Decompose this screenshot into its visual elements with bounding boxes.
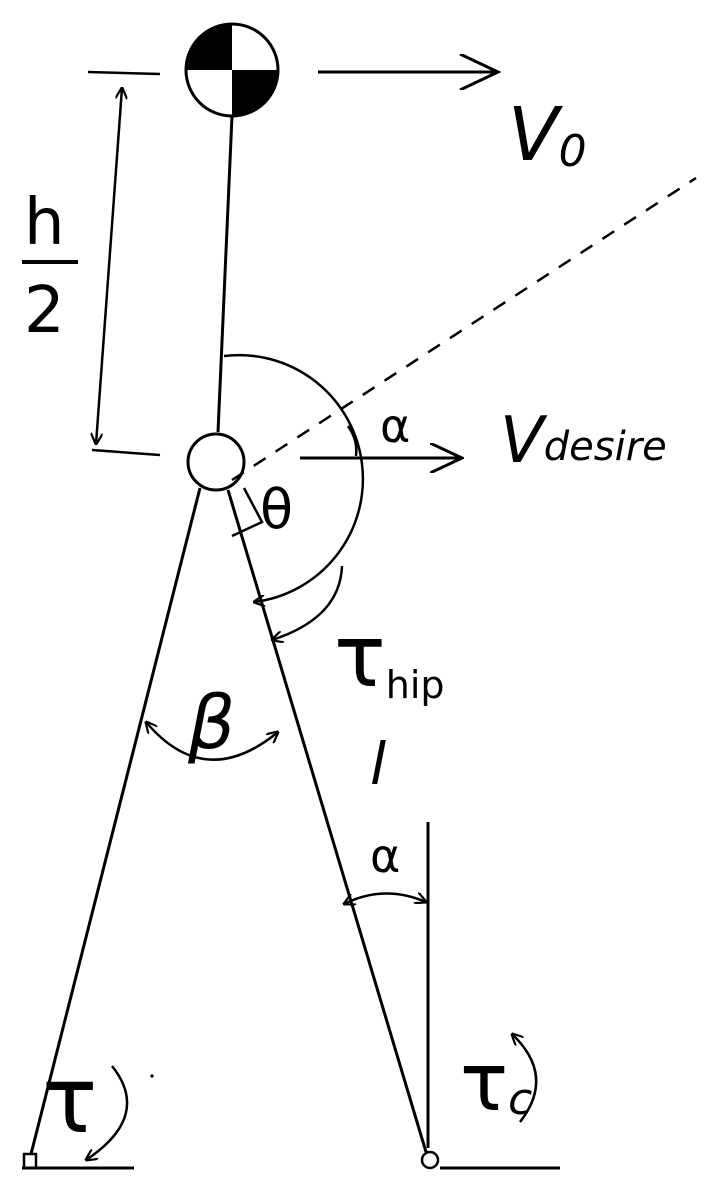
tau-c-arc <box>512 1034 538 1123</box>
theta-bracket <box>231 487 264 538</box>
leg-length-label: l <box>370 730 386 798</box>
theta-label: θ <box>260 478 293 541</box>
tau-hip-label: τhip <box>334 607 445 707</box>
alpha-top-arc <box>346 425 358 457</box>
h-half-top-tick <box>87 70 161 76</box>
two-label: 2 <box>24 274 65 348</box>
h-label: h <box>24 186 65 260</box>
alpha-bottom-arc <box>344 893 426 904</box>
right-foot <box>420 1150 440 1170</box>
h-half-bottom-tick <box>91 448 161 457</box>
tau-hip-arc <box>272 565 344 640</box>
torso-leg-angle-arc <box>223 353 365 602</box>
vdesire-label: Vdesire <box>500 404 667 478</box>
stance-leg-left <box>28 487 202 1159</box>
center-of-mass-icon <box>184 22 280 118</box>
tau-label: τ <box>42 1047 97 1154</box>
v0-label: V0 <box>508 92 587 178</box>
beta-label: β <box>187 680 235 766</box>
alpha-top-label: α <box>380 399 410 453</box>
left-foot <box>22 1152 38 1170</box>
alpha-bottom-label: α <box>370 829 400 883</box>
beta-arc <box>146 722 278 761</box>
h-half-dimension-arrow <box>96 88 122 444</box>
tau-ankle-arc <box>86 1065 129 1160</box>
torso-line <box>216 115 234 433</box>
hip-joint <box>186 432 246 492</box>
stray-dot <box>150 1074 154 1078</box>
swing-leg-right <box>226 489 428 1153</box>
tau-c-label: τc <box>460 1036 532 1129</box>
